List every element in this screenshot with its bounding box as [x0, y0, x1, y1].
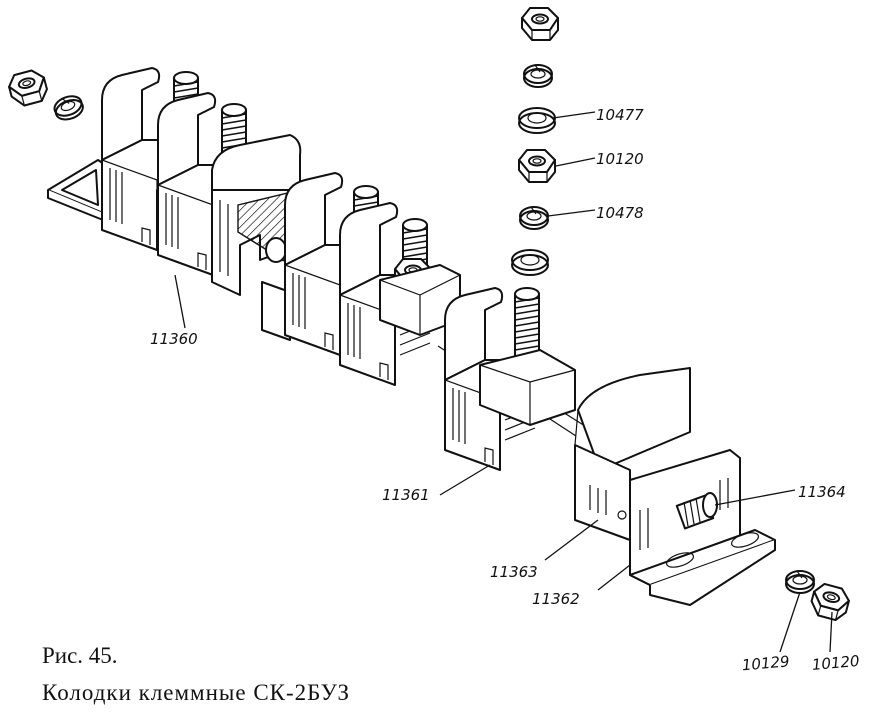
stud-6	[514, 287, 540, 357]
left-nut	[5, 66, 51, 110]
nut-10120-bottom	[807, 580, 853, 624]
leader-10120-bottom	[829, 611, 833, 653]
figure-title: Колодки клеммные СК-2БУЗ	[42, 680, 351, 705]
clamp-body-6	[479, 349, 576, 426]
callout-10477: 10477	[596, 106, 644, 124]
leader-10129	[779, 591, 801, 653]
callout-11363: 11363	[490, 563, 538, 581]
callout-10129: 10129	[741, 652, 790, 674]
callout-11360: 11360	[150, 330, 198, 348]
left-end-bracket	[47, 159, 111, 223]
callout-10120-top: 10120	[596, 150, 644, 168]
callout-11361: 11361	[382, 486, 430, 504]
top-lock-washer	[523, 64, 553, 88]
callout-11362: 11362	[532, 590, 580, 608]
leader-11364	[714, 489, 796, 506]
leader-10120-top	[555, 157, 596, 167]
top-nut	[521, 7, 559, 41]
leader-11362	[597, 564, 631, 591]
leader-10478	[547, 209, 596, 217]
end-plate-11363	[574, 367, 691, 541]
figure-number: Рис. 45.	[42, 643, 118, 668]
angle-bracket-11362	[629, 449, 776, 606]
leader-11363	[544, 519, 599, 561]
callout-11364: 11364	[798, 483, 846, 501]
leader-10477	[552, 111, 596, 119]
flat-washer-10477	[518, 107, 556, 134]
lock-washer-10129	[785, 570, 815, 594]
nut-10120-top	[518, 149, 556, 183]
lock-washer-10478	[519, 206, 549, 230]
callout-10478: 10478	[596, 204, 644, 222]
flat-washer-lower	[511, 249, 549, 276]
leader-11360	[174, 274, 186, 329]
bolt-11364	[675, 492, 718, 530]
callout-10120-bottom: 10120	[811, 652, 860, 674]
left-lock-washer	[50, 91, 87, 125]
leader-11361	[439, 464, 491, 496]
